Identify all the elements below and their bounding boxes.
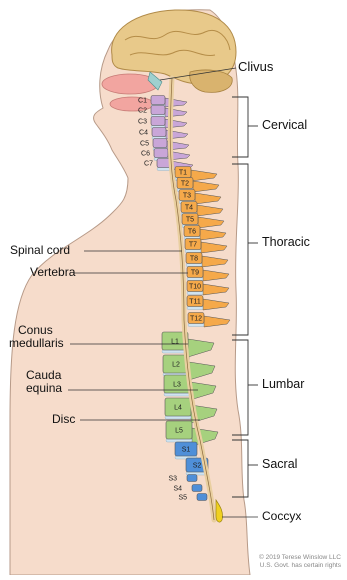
sacral-label: Sacral	[262, 458, 297, 471]
vertebra-c5	[153, 139, 167, 148]
vertebra-label-c7: C7	[144, 161, 153, 168]
vertebra-c4	[152, 128, 166, 137]
copyright-line2: U.S. Govt. has certain rights	[259, 562, 341, 570]
disc-t7	[185, 250, 201, 253]
vertebra-s3	[187, 475, 197, 482]
coccyx-label: Coccyx	[262, 510, 301, 523]
disc-l5	[166, 439, 192, 442]
vertebra-label-c1: C1	[138, 98, 147, 105]
disc-label: Disc	[52, 413, 75, 426]
vertebra-label-t7: T7	[189, 242, 197, 249]
vertebra-label-t6: T6	[188, 229, 196, 236]
vertebra-label-t11: T11	[189, 299, 201, 306]
vertebra-label-s3: S3	[168, 476, 177, 483]
copyright: © 2019 Terese Winslow LLC U.S. Govt. has…	[259, 554, 341, 570]
vertebra-s5	[197, 494, 207, 501]
vertebra-c2	[151, 106, 165, 115]
vertebra-label-s4: S4	[173, 486, 182, 493]
clivus-label: Clivus	[238, 60, 273, 73]
vertebra-label-t5: T5	[186, 217, 194, 224]
vertebra-label-l3: L3	[173, 382, 181, 389]
vertebra-c3	[151, 117, 165, 126]
vertebra-label-t8: T8	[190, 256, 198, 263]
cervical-label: Cervical	[262, 119, 307, 132]
vertebra-label-s5: S5	[178, 495, 187, 502]
spinal-cord-label: Spinal cord	[10, 244, 70, 257]
thoracic-label: Thoracic	[262, 236, 310, 249]
vertebra-label-t12: T12	[190, 316, 202, 323]
vertebra-label-l2: L2	[172, 362, 180, 369]
disc-l3	[164, 393, 190, 396]
vertebra-label-c6: C6	[141, 151, 150, 158]
disc-t10	[187, 292, 203, 295]
vertebra-label-s2: S2	[193, 463, 202, 470]
disc-t9	[187, 278, 203, 281]
vertebra-label: Vertebra	[30, 266, 75, 279]
oral-cavity	[110, 97, 154, 111]
lumbar-label: Lumbar	[262, 378, 304, 391]
vertebra-label-c3: C3	[138, 119, 147, 126]
copyright-line1: © 2019 Terese Winslow LLC	[259, 554, 341, 562]
conus-label-line2: medullaris	[9, 337, 64, 350]
vertebra-label-t2: T2	[181, 181, 189, 188]
disc-c7	[157, 168, 171, 171]
vertebra-label-s1: S1	[182, 447, 191, 454]
vertebra-s4	[192, 485, 202, 492]
vertebra-label-l1: L1	[171, 339, 179, 346]
vertebra-label-c4: C4	[139, 130, 148, 137]
disc-t12	[188, 324, 204, 327]
vertebra-label-l5: L5	[175, 428, 183, 435]
vertebra-label-l4: L4	[174, 405, 182, 412]
vertebra-label-t3: T3	[183, 193, 191, 200]
vertebra-label-t4: T4	[185, 205, 193, 212]
disc-t11	[187, 307, 203, 310]
vertebra-label-c2: C2	[138, 108, 147, 115]
vertebra-label-t9: T9	[191, 270, 199, 277]
disc-t8	[186, 264, 202, 267]
vertebra-label-t1: T1	[179, 170, 187, 177]
vertebra-c6	[154, 149, 168, 158]
vertebra-label-t10: T10	[189, 284, 201, 291]
vertebra-label-c5: C5	[140, 141, 149, 148]
disc-l4	[165, 416, 191, 419]
cauda-label-line2: equina	[26, 382, 62, 395]
vertebra-c1	[151, 96, 165, 105]
